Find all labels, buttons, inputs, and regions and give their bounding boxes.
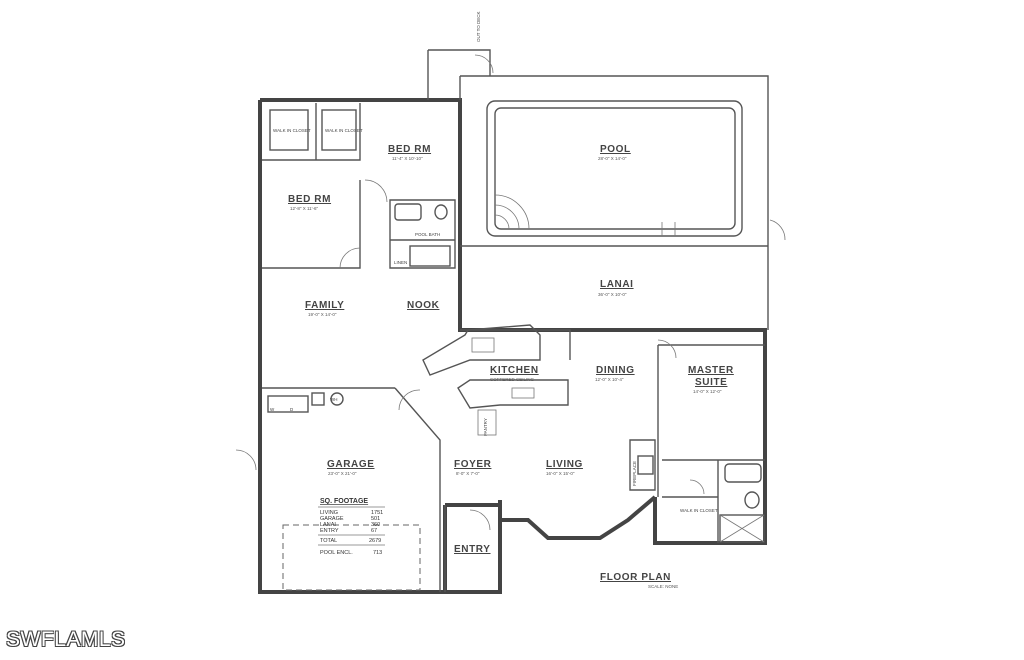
svg-text:12'-8" X 11'-6": 12'-8" X 11'-6" bbox=[290, 206, 318, 211]
svg-text:COFFERED CEILING: COFFERED CEILING bbox=[490, 377, 535, 382]
master-label: MASTER bbox=[688, 365, 734, 376]
svg-text:14'-0" X 12'-0": 14'-0" X 12'-0" bbox=[693, 389, 722, 394]
svg-text:WALK IN CLOSET: WALK IN CLOSET bbox=[680, 508, 718, 513]
svg-text:WH: WH bbox=[330, 397, 338, 402]
room-labels: BED RM 11'-4" X 10'-10" BED RM 12'-8" X … bbox=[288, 144, 734, 555]
svg-text:67: 67 bbox=[371, 528, 377, 534]
kitchen-counters bbox=[422, 324, 569, 436]
svg-text:501: 501 bbox=[371, 516, 380, 522]
svg-text:36'-0" X 10'-0": 36'-0" X 10'-0" bbox=[598, 292, 627, 297]
svg-text:2679: 2679 bbox=[369, 538, 381, 544]
pool-label: POOL bbox=[600, 144, 631, 155]
watermark: SWFLAMLS bbox=[6, 628, 126, 651]
svg-text:713: 713 bbox=[373, 550, 382, 556]
svg-text:POOL BATH: POOL BATH bbox=[415, 232, 440, 237]
family-label: FAMILY bbox=[305, 300, 344, 311]
floor-plan-title: FLOOR PLAN bbox=[600, 572, 671, 583]
lanai-label: LANAI bbox=[600, 279, 634, 290]
pool-enclosure bbox=[427, 49, 769, 330]
svg-text:23'-0" X 21'-0": 23'-0" X 21'-0" bbox=[328, 471, 357, 476]
svg-text:LIVING: LIVING bbox=[320, 510, 338, 516]
svg-text:D: D bbox=[290, 407, 294, 412]
living-label: LIVING bbox=[546, 459, 583, 470]
doors bbox=[235, 54, 786, 531]
bed-rm-1-label: BED RM bbox=[388, 144, 431, 155]
small-labels: WALK IN CLOSET WALK IN CLOSET WALK IN CL… bbox=[270, 11, 718, 513]
svg-text:W: W bbox=[270, 407, 275, 412]
svg-text:TOTAL: TOTAL bbox=[320, 538, 337, 544]
svg-text:WALK IN CLOSET: WALK IN CLOSET bbox=[273, 128, 311, 133]
svg-text:1751: 1751 bbox=[371, 510, 383, 516]
suite-label: SUITE bbox=[695, 377, 727, 388]
svg-text:19'-0" X 14'-0": 19'-0" X 14'-0" bbox=[308, 312, 337, 317]
dining-label: DINING bbox=[596, 365, 635, 376]
scale-note: SCALE: NONE bbox=[648, 584, 678, 589]
svg-text:11'-4" X 10'-10": 11'-4" X 10'-10" bbox=[392, 156, 423, 161]
interior-walls bbox=[262, 103, 765, 592]
svg-text:POOL ENCL.: POOL ENCL. bbox=[320, 550, 353, 556]
pool-outline bbox=[486, 100, 743, 237]
svg-text:16'-0" X 15'-0": 16'-0" X 15'-0" bbox=[546, 471, 575, 476]
garage-door bbox=[282, 524, 421, 591]
entry-label: ENTRY bbox=[454, 544, 491, 555]
nook-label: NOOK bbox=[407, 300, 440, 311]
svg-text:8'-0" X 7'-0": 8'-0" X 7'-0" bbox=[456, 471, 480, 476]
foyer-label: FOYER bbox=[454, 459, 492, 470]
svg-text:GARAGE: GARAGE bbox=[320, 516, 344, 522]
svg-text:LINEN: LINEN bbox=[394, 260, 407, 265]
sq-footage-title: SQ. FOOTAGE bbox=[320, 498, 368, 505]
sq-footage-table: SQ. FOOTAGE LIVING 1751 GARAGE 501 LANAI… bbox=[318, 498, 385, 556]
svg-text:ENTRY: ENTRY bbox=[320, 528, 339, 534]
svg-text:28'-0" X 14'-0": 28'-0" X 14'-0" bbox=[598, 156, 627, 161]
svg-text:360: 360 bbox=[371, 522, 380, 528]
kitchen-label: KITCHEN bbox=[490, 365, 539, 376]
fixtures bbox=[267, 203, 762, 509]
svg-text:PANTRY: PANTRY bbox=[483, 418, 488, 436]
svg-text:FIREPLACE: FIREPLACE bbox=[632, 461, 637, 486]
garage-label: GARAGE bbox=[327, 459, 375, 470]
bed-rm-2-label: BED RM bbox=[288, 194, 331, 205]
svg-text:LANAI: LANAI bbox=[320, 522, 336, 528]
svg-text:WALK IN CLOSET: WALK IN CLOSET bbox=[325, 128, 363, 133]
svg-text:OUT TO DECK: OUT TO DECK bbox=[476, 11, 481, 42]
svg-text:12'-0" X 10'-4": 12'-0" X 10'-4" bbox=[595, 377, 624, 382]
